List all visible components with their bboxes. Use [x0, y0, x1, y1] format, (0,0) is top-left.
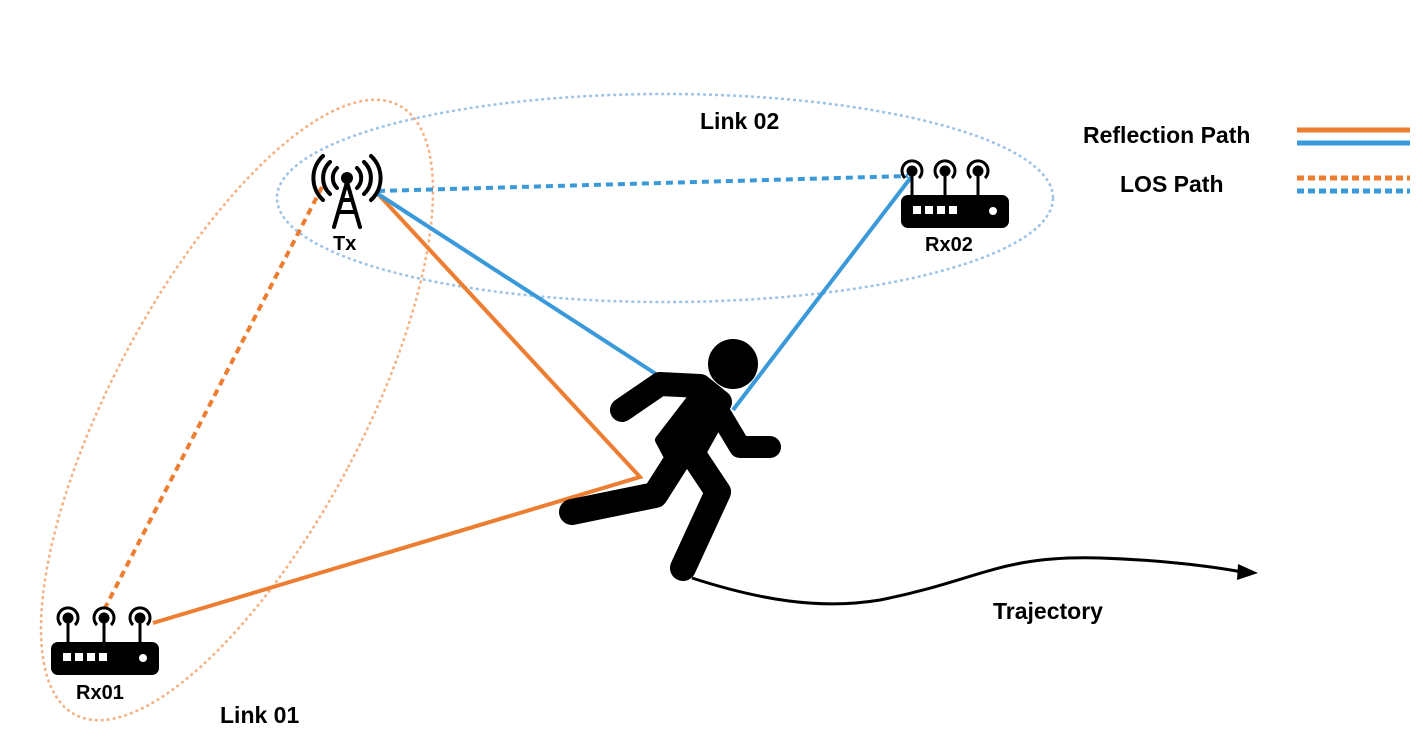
rx01-label: Rx01 [76, 682, 124, 704]
rx02-label: Rx02 [925, 234, 973, 256]
trajectory-arrowhead-icon [1237, 564, 1258, 580]
link02-label: Link 02 [700, 108, 780, 134]
router-icon-rx02 [900, 159, 1009, 228]
los-path-link01 [103, 186, 324, 609]
link02-ellipse [275, 92, 1055, 304]
reflection-path-link02 [376, 192, 658, 376]
reflection-path-link01 [152, 192, 644, 625]
router-icon-rx01 [51, 606, 159, 675]
link01-label: Link 01 [220, 702, 300, 728]
cell-tower-icon [311, 154, 383, 229]
legend-reflection-label: Reflection Path [1083, 122, 1251, 148]
reflection-path-link02-rx [731, 174, 914, 412]
trajectory-label: Trajectory [993, 598, 1103, 624]
los-path-link02 [377, 174, 909, 193]
trajectory-path [691, 556, 1243, 606]
legend-los-label: LOS Path [1120, 171, 1224, 197]
link01-ellipse [39, 98, 435, 722]
tx-label: Tx [333, 233, 357, 255]
running-person-icon [559, 339, 781, 581]
